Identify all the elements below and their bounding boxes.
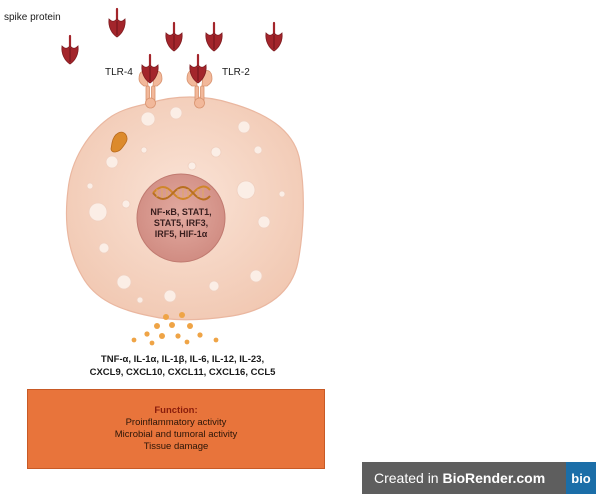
tlr2-label: TLR-2: [222, 67, 250, 78]
transcription-factors-line: STAT5, IRF3,: [153, 218, 209, 228]
cytokines-line: TNF-α, IL-1α, IL-1β, IL-6, IL-12, IL-23,: [100, 354, 265, 365]
biorender-badge-text: Created in BioRender.com: [362, 470, 566, 486]
mitochondrion-icon: [110, 131, 128, 153]
badge-prefix: Created in: [374, 470, 443, 486]
dna-helix-icon: [152, 185, 211, 201]
function-title: Function:: [154, 405, 198, 416]
tlr4-label: TLR-4: [105, 67, 133, 78]
transcription-factors-text: NF-κB, STAT1, STAT5, IRF3, IRF5, HIF-1α: [136, 207, 226, 240]
function-item: Microbial and tumoral activity: [114, 429, 238, 440]
function-item: Proinflammatory activity: [125, 417, 227, 428]
function-box: Function: Proinflammatory activity Micro…: [27, 389, 325, 469]
spike-protein-label: spike protein: [4, 12, 61, 23]
biorender-badge[interactable]: Created in BioRender.com bio: [362, 462, 596, 494]
cytokines-text: TNF-α, IL-1α, IL-1β, IL-6, IL-12, IL-23,…: [60, 353, 305, 379]
tlr4-receptor-icon: [138, 70, 163, 109]
transcription-factors-line: IRF5, HIF-1α: [154, 229, 208, 239]
cytokines-line: CXCL9, CXCL10, CXCL11, CXCL16, CCL5: [89, 367, 276, 378]
biorender-logo-icon: bio: [566, 462, 596, 494]
badge-brand: BioRender.com: [442, 470, 546, 486]
function-item: Tissue damage: [143, 441, 209, 452]
cytoplasm-vesicles: [86, 106, 286, 304]
cytokine-particles: [131, 312, 219, 346]
transcription-factors-line: NF-κB, STAT1,: [150, 207, 212, 217]
